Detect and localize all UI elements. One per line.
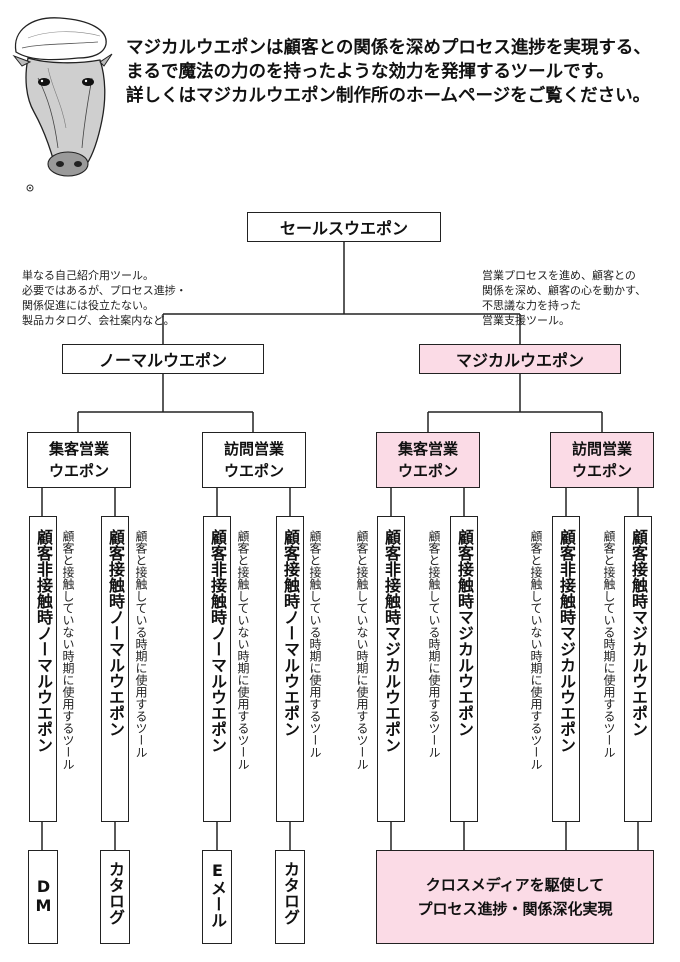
normal-acquire-contact-note: 顧客と接触している時期に使用するツール <box>134 530 148 758</box>
magical-acquire-node: 集客営業ウエポン <box>376 432 480 488</box>
normal-visit-noncontact-note: 顧客と接触していない時期に使用するツール <box>236 530 250 770</box>
intro-line-1: マジカルウエポンは顧客との関係を深めプロセス進捗を実現する、まるで魔法の力のを持… <box>126 38 651 82</box>
horse-mascot-illustration <box>12 17 113 192</box>
normal-note: 単なる自己紹介用ツール。 必要ではあるが、プロセス進捗・ 関係促進には役立たない… <box>22 269 187 327</box>
example-crossmedia: クロスメディアを駆使して プロセス進捗・関係深化実現 <box>376 850 654 944</box>
intro-line-2: 詳しくはマジカルウエポン制作所のホームページをご覧ください。 <box>126 86 651 106</box>
example-dm: DM <box>28 850 58 944</box>
normal-visit-contact-node: 顧客接触時ノーマルウエポン <box>276 516 304 822</box>
magical-visit-contact-node: 顧客接触時マジカルウエポン <box>624 516 652 822</box>
normal-visit-contact-note: 顧客と接触している時期に使用するツール <box>308 530 322 758</box>
example-catalog-1: カタログ <box>100 850 130 944</box>
magical-visit-contact-note: 顧客と接触している時期に使用するツール <box>602 530 616 758</box>
example-catalog-2: カタログ <box>275 850 305 944</box>
magical-acquire-contact-node: 顧客接触時マジカルウエポン <box>450 516 478 822</box>
normal-acquire-node: 集客営業ウエポン <box>27 432 131 488</box>
magical-acquire-contact-note: 顧客と接触している時期に使用するツール <box>427 530 441 758</box>
magical-acquire-noncontact-node: 顧客非接触時マジカルウエポン <box>377 516 405 822</box>
normal-acquire-contact-node: 顧客接触時ノーマルウエポン <box>101 516 129 822</box>
normal-visit-noncontact-node: 顧客非接触時ノーマルウエポン <box>203 516 231 822</box>
magical-visit-noncontact-note: 顧客と接触していない時期に使用するツール <box>529 530 543 770</box>
root-node: セールスウエポン <box>247 212 441 242</box>
magical-visit-noncontact-node: 顧客非接触時マジカルウエポン <box>552 516 580 822</box>
normal-visit-node: 訪問営業ウエポン <box>202 432 306 488</box>
normal-weapon-node: ノーマルウエポン <box>62 344 264 374</box>
normal-acquire-noncontact-node: 顧客非接触時ノーマルウエポン <box>29 516 57 822</box>
normal-acquire-noncontact-note: 顧客と接触していない時期に使用するツール <box>61 530 75 770</box>
magical-weapon-node: マジカルウエポン <box>419 344 621 374</box>
magical-visit-node: 訪問営業ウエポン <box>550 432 654 488</box>
magical-acquire-noncontact-note: 顧客と接触していない時期に使用するツール <box>355 530 369 770</box>
magical-note: 営業プロセスを進め、顧客との 関係を深め、顧客の心を動かす、 不思議な力を持った… <box>482 269 647 327</box>
example-email: Eメール <box>202 850 232 944</box>
intro-text: マジカルウエポンは顧客との関係を深めプロセス進捗を実現する、まるで魔法の力のを持… <box>126 36 666 108</box>
